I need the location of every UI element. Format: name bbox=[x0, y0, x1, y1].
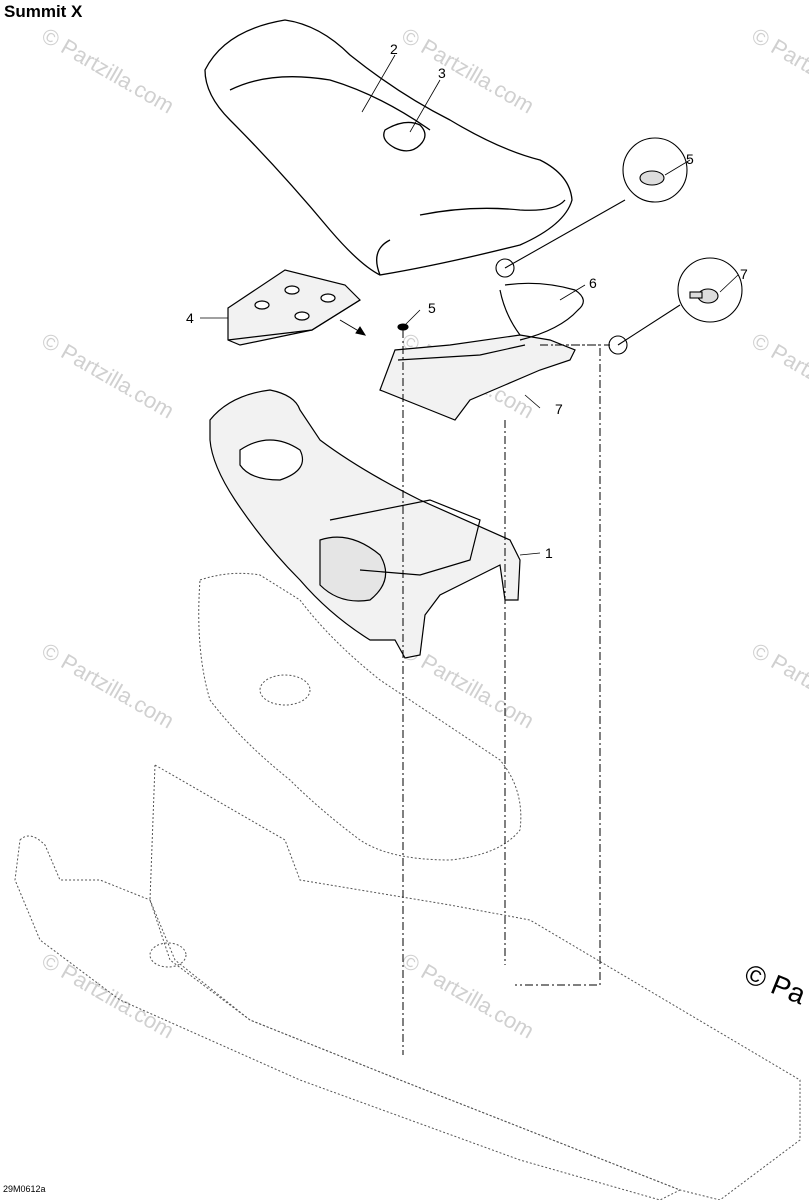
diagram-title: Summit X bbox=[4, 2, 83, 21]
arrow-indicator bbox=[339, 319, 367, 336]
chassis-outline bbox=[14, 572, 801, 1200]
callout-5: 5 bbox=[428, 300, 436, 316]
seat-base bbox=[209, 389, 521, 659]
watermark: © Partzilla.com bbox=[398, 948, 539, 1044]
callout-2: 2 bbox=[390, 41, 398, 57]
drawing-code: 29M0612a bbox=[3, 1184, 46, 1194]
grab-handle bbox=[379, 282, 584, 421]
seat-rear-support bbox=[227, 269, 361, 346]
callout-5: 5 bbox=[686, 151, 694, 167]
watermark: © Partzilla.com bbox=[748, 638, 809, 734]
watermark: © Partzilla.com bbox=[38, 638, 179, 734]
callout-3: 3 bbox=[438, 65, 446, 81]
nut-detail-circle bbox=[622, 137, 688, 203]
seat-cover bbox=[204, 19, 573, 276]
watermark: © Partzilla.com bbox=[748, 328, 809, 424]
callout-leaders bbox=[200, 54, 739, 556]
callout-7: 7 bbox=[555, 401, 563, 417]
callout-1: 1 bbox=[545, 545, 553, 561]
callout-7: 7 bbox=[740, 266, 748, 282]
watermark: © Partzilla.com bbox=[38, 23, 179, 119]
callout-4: 4 bbox=[186, 310, 194, 326]
hardware-items bbox=[397, 137, 743, 355]
nut-icon bbox=[639, 170, 665, 186]
watermark: © Partzilla.com bbox=[748, 23, 809, 119]
alignment-lines bbox=[402, 330, 610, 1055]
callout-6: 6 bbox=[589, 275, 597, 291]
watermark: © Partzilla.com bbox=[38, 948, 179, 1044]
callout-labels: 1 2 3 4 5 5 6 7 7 bbox=[186, 41, 748, 561]
watermark: © Partzilla.com bbox=[38, 328, 179, 424]
